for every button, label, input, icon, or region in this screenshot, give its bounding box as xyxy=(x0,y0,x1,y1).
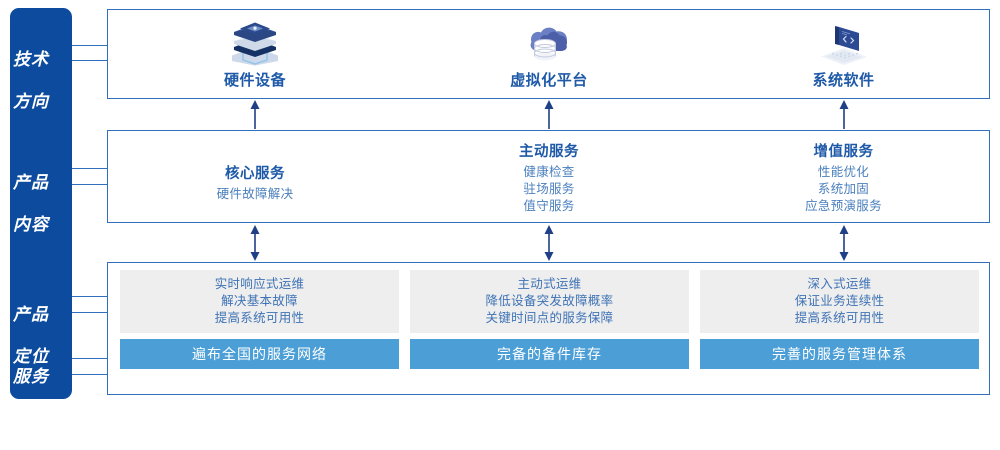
arrow-double-value-added-service xyxy=(837,225,851,266)
content-item-line: 性能优化 xyxy=(817,165,870,179)
connector-line-advantage-bottom xyxy=(72,374,107,375)
cloud-database-icon xyxy=(520,21,578,67)
sidebar-label-line2: 方向 xyxy=(13,92,49,111)
arrow-up-virtualization xyxy=(542,100,556,134)
tech-item-system-software[interactable]: 系统软件 xyxy=(696,10,991,100)
position-box: 实时响应式运维 解决基本故障 提高系统可用性 xyxy=(120,270,399,333)
position-box: 主动式运维 降低设备突发故障概率 关键时间点的服务保障 xyxy=(410,270,689,333)
content-item-line: 驻场服务 xyxy=(523,182,575,196)
sidebar-label-line1: 技术 xyxy=(13,50,49,69)
content-item-line: 值守服务 xyxy=(523,199,575,213)
connector-line-content-top xyxy=(72,168,107,169)
content-item-core-service[interactable]: 核心服务 硬件故障解决 xyxy=(108,131,402,224)
content-item-line: 健康检查 xyxy=(523,165,575,179)
content-item-line: 系统加固 xyxy=(817,182,870,196)
content-item-line: 硬件故障解决 xyxy=(216,187,294,201)
server-stack-icon xyxy=(226,21,284,67)
position-box: 深入式运维 保证业务连续性 提高系统可用性 xyxy=(700,270,979,333)
position-line: 降低设备突发故障概率 xyxy=(485,294,614,308)
arrow-double-core-service xyxy=(248,225,262,266)
position-line: 主动式运维 xyxy=(517,277,582,291)
content-item-title: 主动服务 xyxy=(519,144,579,160)
arrow-double-proactive-service xyxy=(542,225,556,266)
position-line: 关键时间点的服务保障 xyxy=(485,311,614,325)
advantage-label: 遍布全国的服务网络 xyxy=(192,346,327,362)
arrow-up-system-software xyxy=(837,100,851,134)
position-line: 实时响应式运维 xyxy=(214,277,305,291)
connector-line-position-bottom xyxy=(72,312,107,313)
sidebar-item-product-position: 产品 定位 xyxy=(0,283,62,388)
content-item-line: 应急预演服务 xyxy=(805,199,882,213)
connector-line-tech-top xyxy=(72,45,107,46)
advantage-banner[interactable]: 完备的备件库存 xyxy=(410,339,689,369)
product-content-panel: 核心服务 硬件故障解决 主动服务 健康检查 驻场服务 值守服务 增值服务 性能优… xyxy=(107,130,990,223)
tech-item-virtualization[interactable]: 虚拟化平台 xyxy=(402,10,696,100)
tech-item-label: 系统软件 xyxy=(812,71,875,89)
position-line: 提高系统可用性 xyxy=(794,311,885,325)
bottom-item-deep[interactable]: 深入式运维 保证业务连续性 提高系统可用性 完善的服务管理体系 xyxy=(700,270,979,389)
bottom-item-realtime[interactable]: 实时响应式运维 解决基本故障 提高系统可用性 遍布全国的服务网络 xyxy=(120,270,399,389)
advantage-banner[interactable]: 遍布全国的服务网络 xyxy=(120,339,399,369)
connector-line-advantage-top xyxy=(72,358,107,359)
position-line: 保证业务连续性 xyxy=(794,294,885,308)
content-item-title: 核心服务 xyxy=(225,166,285,182)
tech-direction-panel: 硬件设备 xyxy=(107,9,990,99)
bottom-item-proactive[interactable]: 主动式运维 降低设备突发故障概率 关键时间点的服务保障 完备的备件库存 xyxy=(410,270,689,389)
sidebar-label-line1: 产品 xyxy=(13,173,49,192)
sidebar-label-line2: 定位 xyxy=(13,347,49,366)
connector-line-content-bottom xyxy=(72,184,107,185)
sidebar-label-line2: 内容 xyxy=(13,215,49,234)
advantage-label: 完备的备件库存 xyxy=(497,346,602,362)
sidebar-label-line1: 产品 xyxy=(13,305,49,324)
sidebar-item-product-content: 产品 内容 xyxy=(0,151,62,256)
position-line: 提高系统可用性 xyxy=(214,311,305,325)
sidebar-label-line2: 优势 xyxy=(13,409,49,428)
laptop-code-icon xyxy=(815,21,873,67)
sidebar-item-service-advantage: 服务 优势 xyxy=(0,345,62,450)
content-item-value-added-service[interactable]: 增值服务 性能优化 系统加固 应急预演服务 xyxy=(696,131,991,224)
position-line: 解决基本故障 xyxy=(221,294,298,308)
tech-item-hardware[interactable]: 硬件设备 xyxy=(108,10,402,100)
sidebar-label-line1: 服务 xyxy=(13,367,49,386)
sidebar-blue-bar xyxy=(10,8,72,399)
connector-line-position-top xyxy=(72,296,107,297)
position-line: 深入式运维 xyxy=(807,277,872,291)
content-item-title: 增值服务 xyxy=(813,144,874,160)
tech-item-label: 虚拟化平台 xyxy=(510,71,588,89)
product-position-advantage-panel: 实时响应式运维 解决基本故障 提高系统可用性 遍布全国的服务网络 主动式运维 降… xyxy=(107,262,990,395)
advantage-banner[interactable]: 完善的服务管理体系 xyxy=(700,339,979,369)
advantage-label: 完善的服务管理体系 xyxy=(772,346,907,362)
diagram-root: 技术 方向 产品 内容 产品 定位 服务 优势 xyxy=(0,8,990,399)
connector-line-tech-bottom xyxy=(72,60,107,61)
sidebar-item-tech-direction: 技术 方向 xyxy=(0,28,62,133)
content-item-proactive-service[interactable]: 主动服务 健康检查 驻场服务 值守服务 xyxy=(402,131,696,224)
arrow-up-hardware xyxy=(248,100,262,134)
tech-item-label: 硬件设备 xyxy=(223,71,286,89)
